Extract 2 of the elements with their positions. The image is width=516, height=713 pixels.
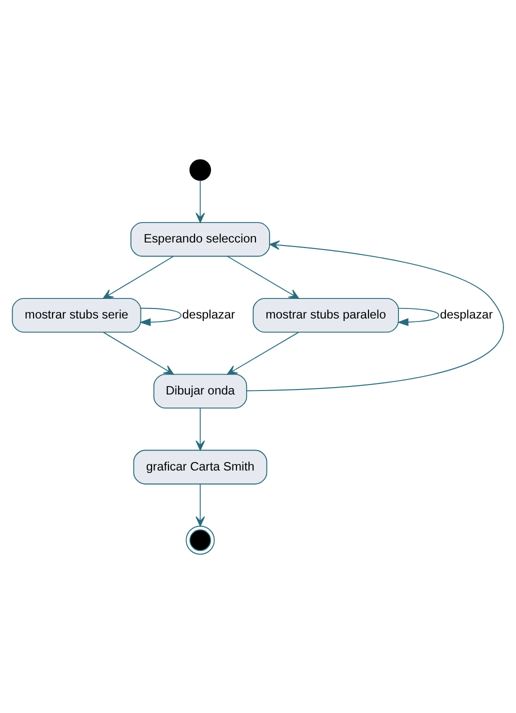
edge-label: desplazar bbox=[182, 306, 236, 321]
edge-label: desplazar bbox=[440, 306, 493, 321]
